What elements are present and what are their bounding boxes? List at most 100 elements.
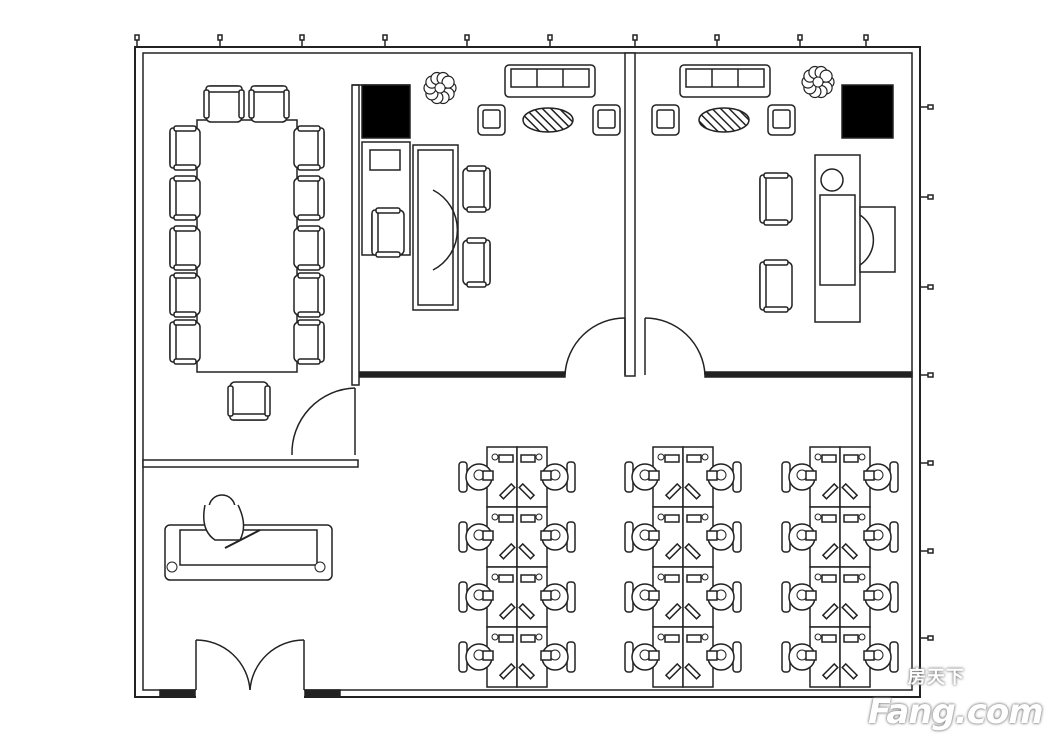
armrest <box>648 530 660 541</box>
phone-icon <box>858 633 866 641</box>
keyboard <box>664 482 682 500</box>
phone <box>369 149 401 171</box>
chair-arm <box>264 385 271 417</box>
partition-wall <box>142 459 359 468</box>
window-post-cap <box>632 34 638 41</box>
monitor <box>843 514 859 523</box>
door-swing-arc <box>564 317 626 376</box>
plant-pot <box>812 76 824 88</box>
plant-leaf <box>819 69 833 83</box>
phone-icon <box>657 513 665 521</box>
window-post-cap <box>382 34 388 41</box>
keyboard <box>821 662 839 680</box>
monitor <box>664 634 680 643</box>
chair <box>293 272 325 318</box>
chair <box>169 225 201 271</box>
keyboard <box>518 662 536 680</box>
armrest <box>863 470 875 481</box>
chair <box>371 207 405 258</box>
sofa-cushions <box>685 68 765 88</box>
watermark-cn: 房天下 <box>908 667 965 688</box>
workstation-chair <box>781 461 817 493</box>
plant-pot <box>434 82 446 94</box>
walls <box>134 34 934 698</box>
chair <box>759 259 793 313</box>
keyboard <box>841 482 859 500</box>
workstation-chair <box>781 521 817 553</box>
chair-back <box>317 177 325 219</box>
phone-icon <box>858 573 866 581</box>
keyboard <box>684 602 702 620</box>
keyboard <box>821 602 839 620</box>
window-post-cap <box>134 34 140 41</box>
phone-icon <box>701 633 709 641</box>
chair-arm <box>297 272 321 279</box>
phone-icon <box>814 513 822 521</box>
partition-wall <box>351 84 360 386</box>
chair-arm <box>173 311 197 318</box>
workstation-pair <box>652 566 714 628</box>
window-post-cap <box>927 104 934 110</box>
chair-arm <box>238 89 245 119</box>
keyboard <box>841 602 859 620</box>
monitor <box>686 634 702 643</box>
keyboard <box>841 662 859 680</box>
keyboard <box>664 662 682 680</box>
chair-back <box>169 177 177 219</box>
chair-arm <box>173 319 197 326</box>
workstation-chair <box>624 521 660 553</box>
armrest <box>648 470 660 481</box>
workstation-chair <box>706 521 742 553</box>
cabinet <box>361 84 411 139</box>
monitor <box>686 574 702 583</box>
chair-arm <box>375 251 401 258</box>
chair-arm <box>173 214 197 221</box>
armchair <box>477 104 506 136</box>
armrest <box>648 650 660 661</box>
chair-arm <box>297 175 321 182</box>
keyboard <box>684 482 702 500</box>
door-swing-arc <box>644 317 706 376</box>
workstation-pair <box>652 506 714 568</box>
chair-back <box>169 274 177 316</box>
phone-icon <box>491 633 499 641</box>
armrest <box>706 470 718 481</box>
lamp <box>820 168 844 192</box>
person-body <box>203 504 245 541</box>
chair-arm <box>297 319 321 326</box>
workstation-pair <box>486 506 548 568</box>
desk-curve <box>432 189 459 271</box>
monitor <box>843 454 859 463</box>
chair <box>169 319 201 365</box>
chair-back <box>205 85 243 93</box>
phone-icon <box>701 573 709 581</box>
phone-icon <box>858 453 866 461</box>
sofa <box>504 64 596 98</box>
phone-icon <box>657 453 665 461</box>
phone-icon <box>535 633 543 641</box>
armchair-seat <box>597 109 616 129</box>
chair-arm <box>466 206 487 213</box>
window-post-cap <box>927 635 934 641</box>
chair-arm <box>173 164 197 171</box>
monitor <box>520 634 536 643</box>
armrest <box>805 530 817 541</box>
workstation-chair <box>540 581 576 613</box>
armchair <box>592 104 621 136</box>
armchair-seat <box>772 109 791 129</box>
keyboard <box>684 542 702 560</box>
armrest <box>540 530 552 541</box>
monitor <box>686 514 702 523</box>
chair-back <box>317 321 325 363</box>
phone-icon <box>701 513 709 521</box>
desk-inner <box>819 194 856 286</box>
entrance-gap <box>196 688 304 698</box>
workstation-chair <box>863 521 899 553</box>
monitor <box>664 514 680 523</box>
workstation-chair <box>458 521 494 553</box>
workstation-chair <box>458 641 494 673</box>
keyboard <box>684 662 702 680</box>
chair <box>248 85 290 123</box>
sofa-arm-detail <box>166 561 178 573</box>
workstation-pair <box>809 626 871 688</box>
